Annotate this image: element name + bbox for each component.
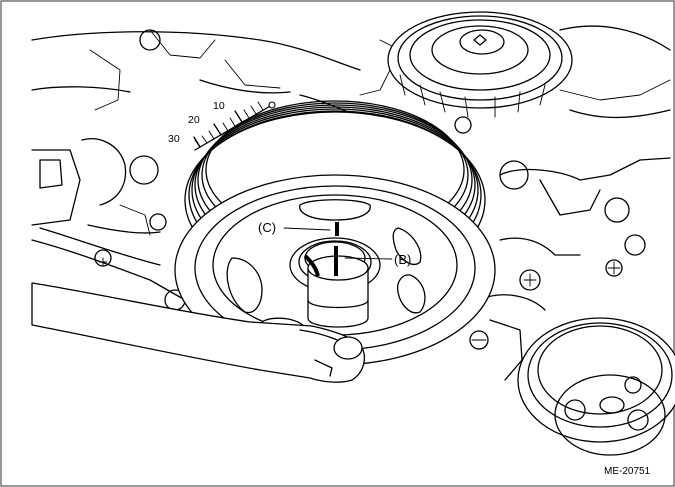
leader-line-c — [283, 227, 331, 231]
spoke-opening-left — [226, 257, 263, 314]
spoke-opening-right-upper — [392, 227, 422, 265]
socket-mark — [303, 254, 320, 277]
scale-label-10: 10 — [213, 100, 225, 112]
right-components — [469, 157, 675, 456]
callout-b: (B) — [394, 252, 411, 267]
breaker-bar — [31, 282, 366, 383]
scale-label-20: 20 — [188, 114, 200, 126]
spoke-opening-top — [299, 199, 371, 221]
idler-pulley — [387, 11, 671, 134]
scale-label-30: 30 — [168, 133, 180, 145]
degree-scale — [193, 101, 276, 151]
callout-c: (C) — [258, 220, 276, 235]
leader-line-b — [344, 257, 393, 260]
spoke-opening-right-lower — [396, 274, 426, 314]
figure-id: ME-20751 — [604, 466, 651, 477]
